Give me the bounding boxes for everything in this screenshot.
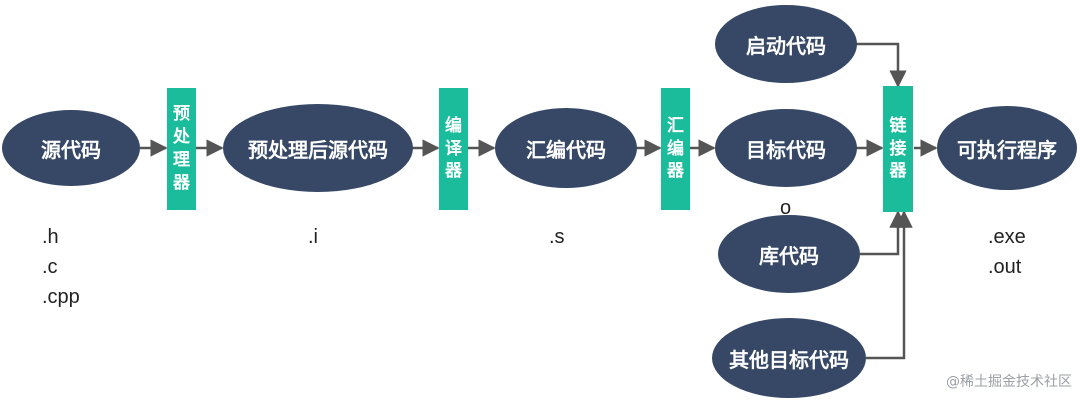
ext-preprocessed: .i [308,222,318,252]
tool-assembler: 汇 编 器 [661,88,690,210]
ext-label: .c [42,256,58,278]
node-preprocessed-source: 预处理后源代码 [223,104,413,192]
arrow-other-object-to-linker [866,210,913,360]
tool-compiler-char: 译 [445,138,462,159]
ext-label: .out [988,256,1022,278]
tool-linker-char: 链 [889,115,907,136]
node-executable: 可执行程序 [937,106,1077,190]
ext-label: .i [308,226,318,248]
ext-label: o [780,197,792,219]
node-library-code: 库代码 [718,215,860,293]
arrow-startup-to-linker [856,42,907,88]
ext-label: .h [42,226,59,248]
tool-linker: 链 接 器 [883,86,913,212]
ext-label: .exe [988,226,1026,248]
tool-preprocessor-char: 理 [173,150,190,170]
tool-preprocessor: 预 处 理 器 [167,88,196,210]
tool-preprocessor-char: 器 [173,172,190,193]
ext-object: o [780,193,791,223]
tool-compiler-char: 编 [445,115,462,136]
ext-executable: .exe .out [988,222,1026,282]
ext-label: .s [549,226,565,248]
arrow-library-to-linker [860,210,907,256]
tool-preprocessor-char: 预 [173,104,190,125]
ext-label: .cpp [42,286,80,308]
ext-assembly: .s [549,222,565,252]
tool-assembler-char: 汇 [667,115,684,136]
node-object-code: 目标代码 [715,109,857,187]
tool-preprocessor-char: 处 [173,127,190,148]
node-assembly-code: 汇编代码 [495,108,637,188]
node-other-object-code: 其他目标代码 [712,318,866,398]
tool-assembler-char: 器 [667,161,684,182]
node-startup-code: 启动代码 [715,5,857,83]
tool-linker-char: 接 [889,138,907,159]
tool-compiler: 编 译 器 [439,88,468,210]
tool-linker-char: 器 [889,161,907,182]
tool-compiler-char: 器 [445,161,462,182]
tool-assembler-char: 编 [667,138,684,159]
node-source-code: 源代码 [2,110,140,186]
ext-source: .h .c .cpp [42,222,80,312]
watermark: @稀土掘金技术社区 [946,374,1072,390]
